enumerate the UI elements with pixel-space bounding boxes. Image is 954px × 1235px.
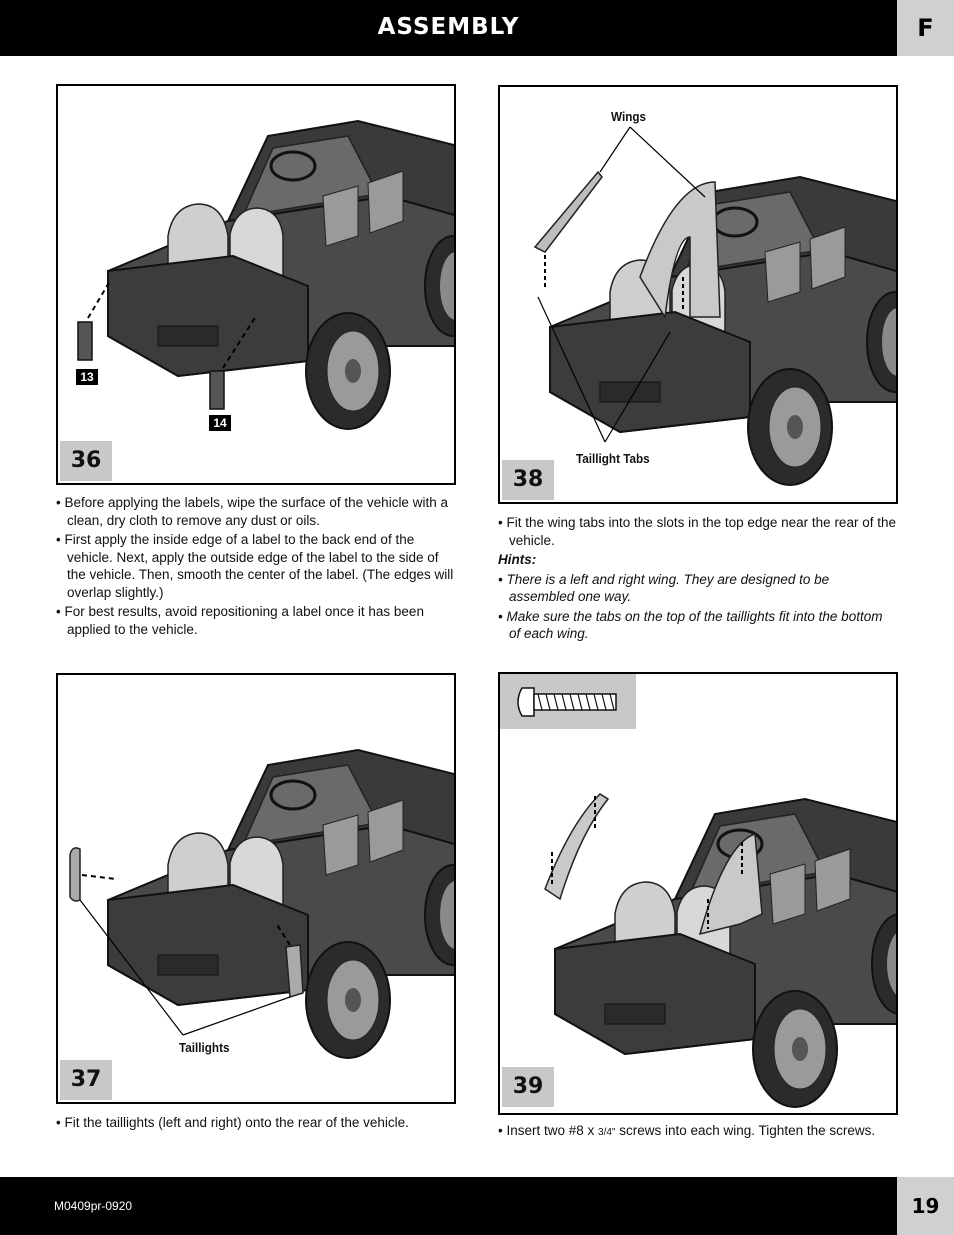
callout-wings: Wings — [611, 109, 647, 124]
screw-size-fraction: 3/4" — [598, 1127, 616, 1138]
callout-taillights: Taillights — [179, 1040, 230, 1055]
page-title: ASSEMBLY — [377, 14, 520, 40]
part-number-13: 13 — [76, 369, 98, 385]
screw-callout-box — [500, 674, 636, 729]
step-39-panel: 39 — [498, 672, 898, 1115]
taillight-right-icon — [285, 944, 304, 998]
step-number: 38 — [502, 460, 554, 500]
step-number: 36 — [60, 441, 112, 481]
bullet: • Fit the taillights (left and right) on… — [56, 1115, 409, 1130]
step-number: 39 — [502, 1067, 554, 1107]
taillight-left-icon — [69, 847, 81, 902]
hints-heading: Hints: — [498, 552, 537, 567]
wing-left-icon — [533, 170, 603, 253]
step-39-illustration — [544, 793, 896, 1109]
step-36-instructions: • Before applying the labels, wipe the s… — [56, 494, 458, 640]
page-number: 19 — [897, 1177, 954, 1235]
screw-icon — [517, 687, 617, 717]
wing-right-icon — [639, 181, 721, 320]
step-37-panel: Taillights 37 — [56, 673, 456, 1104]
hint: • There is a left and right wing. They a… — [498, 571, 830, 605]
bullet: • Insert two #8 x 3/4" screws into each … — [498, 1123, 876, 1138]
bullet: • First apply the inside edge of a label… — [56, 532, 454, 600]
step-36-panel: 13 14 36 — [56, 84, 456, 485]
step-39-instructions: • Insert two #8 x 3/4" screws into each … — [498, 1122, 896, 1144]
step-36-illustration — [77, 119, 454, 431]
step-number: 37 — [60, 1060, 112, 1100]
footer-bar: M0409pr-0920 — [0, 1177, 897, 1235]
bullet: • Before applying the labels, wipe the s… — [56, 495, 448, 528]
bullet: • For best results, avoid repositioning … — [56, 604, 424, 637]
hint: • Make sure the tabs on the top of the t… — [498, 608, 883, 642]
step-38-panel: Wings Taillight Tabs 38 — [498, 85, 898, 504]
section-tab: F — [897, 0, 954, 56]
document-code: M0409pr-0920 — [54, 1199, 133, 1213]
bullet: • Fit the wing tabs into the slots in th… — [498, 515, 896, 548]
step-37-instructions: • Fit the taillights (left and right) on… — [56, 1114, 458, 1134]
wing-left-icon — [544, 793, 610, 901]
step-37-illustration — [69, 748, 454, 1060]
label-14-icon — [209, 370, 225, 410]
step-38-instructions: • Fit the wing tabs into the slots in th… — [498, 514, 896, 645]
step-38-illustration — [533, 126, 896, 487]
label-13-icon — [77, 321, 93, 361]
part-number-14: 14 — [209, 415, 231, 431]
callout-taillight-tabs: Taillight Tabs — [576, 451, 650, 466]
header-bar: ASSEMBLY — [0, 0, 897, 56]
